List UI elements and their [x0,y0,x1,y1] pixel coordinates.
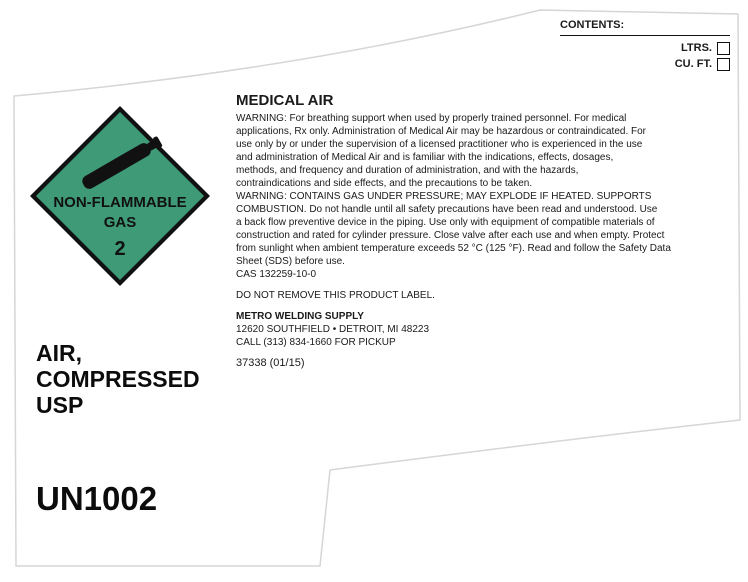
contents-option-ltrs: LTRS. [681,42,712,54]
supplier-block: METRO WELDING SUPPLY 12620 SOUTHFIELD • … [236,310,671,349]
placard-fill [36,112,204,280]
product-name-line: USP [36,392,84,418]
un-number: UN1002 [36,480,158,517]
cuft-checkbox[interactable] [717,57,730,71]
supplier-phone: CALL (313) 834-1660 FOR PICKUP [236,337,396,348]
warning-text-line: a back flow preventive device in the pip… [236,217,655,228]
label-code: 37338 (01/15) [236,357,305,369]
hazard-placard: NON-FLAMMABLE GAS 2 [28,104,212,288]
warning-text-line: applications, Rx only. Administration of… [236,126,647,137]
warning-text-line: WARNING: For breathing support when used… [236,113,627,124]
placard-text-line2: GAS [103,214,137,231]
placard-shape [30,106,210,286]
product-name-line: AIR, [36,340,82,366]
warning-text-line: and administration of Medical Air and is… [236,152,614,163]
warning-text-line: construction and rated for cylinder pres… [236,230,665,241]
product-name: AIR, COMPRESSED USP [36,340,200,418]
contents-option-ltrs-row: LTRS. [560,40,730,56]
warning-text-line: COMBUSTION. Do not handle until all safe… [236,204,658,215]
warning-text-block: MEDICAL AIR WARNING: For breathing suppo… [236,92,671,370]
medical-title: MEDICAL AIR [236,92,334,109]
warning-text-line: contraindications and side effects, and … [236,178,533,189]
contents-box: CONTENTS: LTRS. CU. FT. [560,18,730,72]
product-name-line: COMPRESSED [36,366,200,392]
contents-divider [560,35,730,36]
placard-text-line1: NON-FLAMMABLE [53,194,187,211]
supplier-name: METRO WELDING SUPPLY [236,311,364,322]
contents-option-cuft-row: CU. FT. [560,56,730,72]
placard-class-number: 2 [114,238,126,260]
supplier-address: 12620 SOUTHFIELD • DETROIT, MI 48223 [236,324,430,335]
warning-text-line: methods, and frequency and duration of a… [236,165,579,176]
label-outline [13,9,741,567]
warning-text-line: use only by or under the supervision of … [236,139,643,150]
ltrs-checkbox[interactable] [717,41,730,55]
warning-text-line: CAS 132259-10-0 [236,269,317,280]
contents-heading: CONTENTS: [560,19,625,31]
do-not-remove-notice: DO NOT REMOVE THIS PRODUCT LABEL. [236,290,435,301]
warning-text-line: WARNING: CONTAINS GAS UNDER PRESSURE; MA… [236,191,652,202]
warning-text-line: from sunlight when ambient temperature e… [236,243,671,254]
warning-text-line: Sheet (SDS) before use. [236,256,345,267]
contents-option-cuft: CU. FT. [674,58,712,70]
warning-lines: WARNING: For breathing support when used… [236,112,671,281]
gas-cylinder-icon [82,136,163,189]
